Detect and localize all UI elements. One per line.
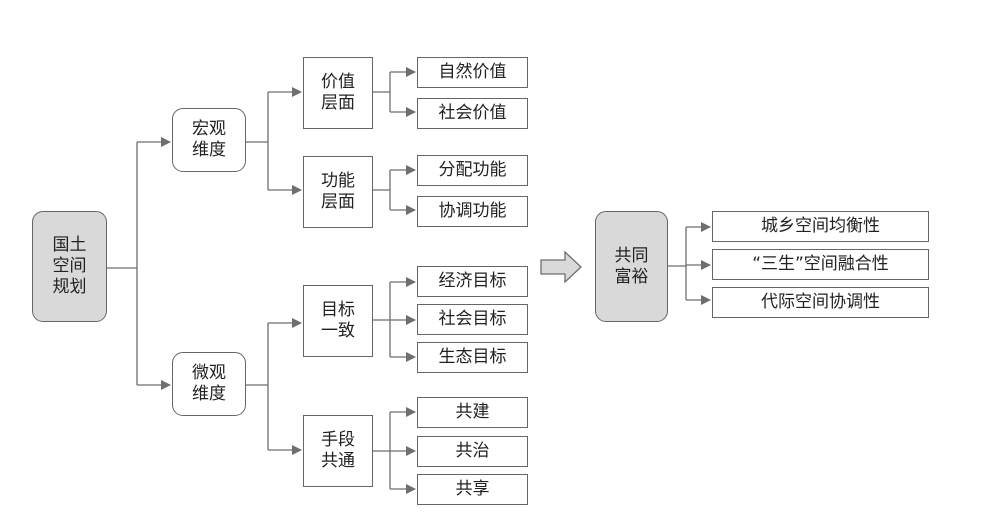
value-level-node: 价值 层面 [303,57,373,129]
macro-dimension-node: 宏观 维度 [172,108,246,172]
function-level-label: 功能 层面 [321,171,355,212]
leaf-label: 社会价值 [438,103,507,123]
root-node: 国土 空间 规划 [32,211,107,322]
result-item-label: 城乡空间均衡性 [761,216,880,236]
root-label: 国土 空间 规划 [52,235,87,297]
leaf-label: 生态目标 [438,347,507,367]
leaf-node: 共治 [417,436,528,467]
result-item: 城乡空间均衡性 [712,211,929,242]
leaf-label: 共治 [455,441,490,461]
micro-dimension-node: 微观 维度 [172,352,246,416]
leaf-node: 共建 [417,397,528,428]
leaf-label: 经济目标 [438,271,507,291]
transition-arrow [540,250,582,284]
leaf-node: 社会目标 [417,304,528,335]
leaf-node: 经济目标 [417,266,528,297]
result-item: 代际空间协调性 [712,287,929,318]
means-node: 手段 共通 [303,415,373,487]
result-item: “三生”空间融合性 [712,249,929,280]
leaf-label: 协调功能 [438,201,507,221]
value-level-label: 价值 层面 [321,72,355,113]
leaf-label: 共建 [455,402,490,422]
leaf-node: 自然价值 [417,57,528,88]
macro-label: 宏观 维度 [192,119,226,160]
leaf-label: 共享 [455,479,490,499]
function-level-node: 功能 层面 [303,156,373,228]
leaf-label: 自然价值 [438,62,507,82]
leaf-label: 分配功能 [438,160,507,180]
means-label: 手段 共通 [321,430,355,471]
result-node: 共同 富裕 [595,211,668,322]
leaf-node: 生态目标 [417,342,528,373]
leaf-node: 共享 [417,474,528,505]
goals-node: 目标 一致 [303,285,373,357]
goals-label: 目标 一致 [321,300,355,341]
result-item-label: 代际空间协调性 [761,292,880,312]
leaf-node: 社会价值 [417,98,528,129]
leaf-label: 社会目标 [438,309,507,329]
result-item-label: “三生”空间融合性 [752,254,889,274]
micro-label: 微观 维度 [192,363,226,404]
leaf-node: 分配功能 [417,155,528,186]
result-label: 共同 富裕 [614,245,649,287]
leaf-node: 协调功能 [417,196,528,227]
